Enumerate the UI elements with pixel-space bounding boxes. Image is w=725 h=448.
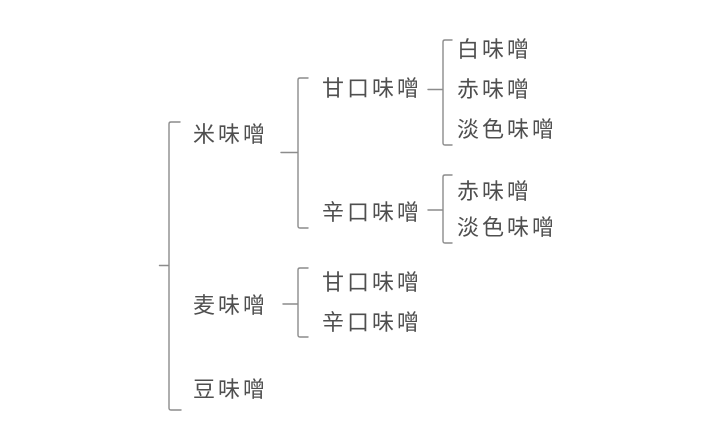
node-red-miso-dry: 赤味噌	[457, 179, 533, 204]
node-barley-sweet-miso: 甘口味噌	[322, 270, 423, 295]
rice-dry-children-bracket	[427, 174, 453, 244]
node-rice-miso: 米味噌	[193, 122, 269, 147]
barley-miso-children-bracket	[282, 267, 309, 338]
node-white-miso: 白味噌	[457, 37, 533, 62]
node-rice-dry-miso: 辛口味噌	[322, 200, 423, 225]
node-red-miso-sweet: 赤味噌	[457, 77, 533, 102]
node-rice-sweet-miso: 甘口味噌	[322, 76, 423, 101]
rice-sweet-children-bracket	[427, 39, 453, 146]
node-barley-dry-miso: 辛口味噌	[322, 310, 423, 335]
node-soy-miso: 豆味噌	[193, 377, 269, 402]
node-light-miso-dry: 淡色味噌	[457, 215, 558, 240]
root-bracket	[158, 121, 182, 411]
rice-miso-children-bracket	[280, 77, 309, 229]
node-light-miso-sweet: 淡色味噌	[457, 117, 558, 142]
node-barley-miso: 麦味噌	[193, 293, 269, 318]
